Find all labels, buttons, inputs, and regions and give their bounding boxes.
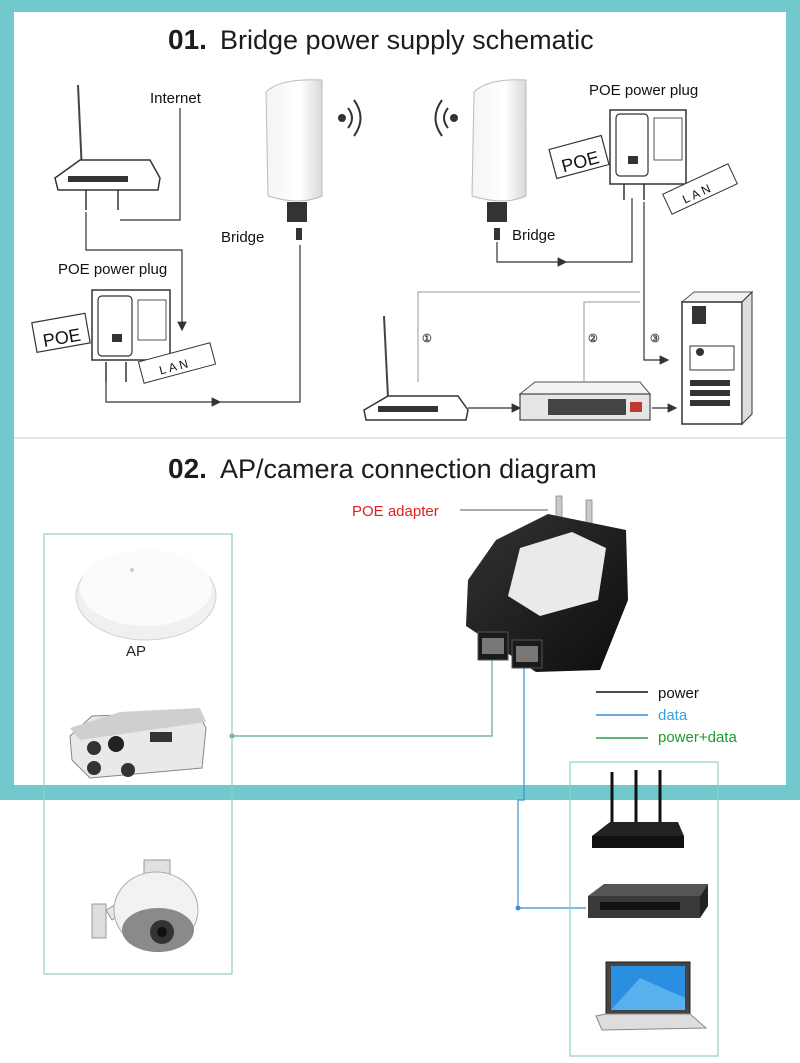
legend-power-data-label: power+data xyxy=(658,729,737,746)
legend-item-power: power xyxy=(596,685,699,702)
poe-plug-right-label: POE power plug xyxy=(589,82,698,99)
distribution-lines xyxy=(417,291,640,388)
legend-item-power-data: power+data xyxy=(596,729,737,746)
poe-adapter-label: POE adapter xyxy=(352,503,439,520)
circle-number-2: ② xyxy=(588,333,598,345)
network-device-box xyxy=(569,761,719,1057)
dome-camera xyxy=(91,859,199,952)
legend-power-label: power xyxy=(658,685,699,702)
poe-to-bridge-line-left xyxy=(220,245,301,403)
section2-title: AP/camera connection diagram xyxy=(220,454,597,484)
section2-heading: 02. AP/camera connection diagram xyxy=(168,453,597,484)
circle-number-3: ③ xyxy=(650,333,660,345)
poe-plug-left-label: POE power plug xyxy=(58,261,167,278)
section1-title: Bridge power supply schematic xyxy=(220,25,594,55)
access-point xyxy=(75,550,217,641)
bridge-right xyxy=(471,79,527,240)
bridge-right-to-poe-line xyxy=(566,198,633,263)
internet-line xyxy=(120,108,181,221)
adapter-to-devices-line xyxy=(232,660,493,737)
legend-data-label: data xyxy=(658,707,688,724)
poe-plug-right: POE LAN xyxy=(548,109,738,215)
section2-number: 02. xyxy=(168,453,207,484)
poe-to-pc-line xyxy=(643,202,670,365)
legend-item-data: data xyxy=(596,707,688,724)
bullet-camera xyxy=(69,708,207,779)
end-device-box xyxy=(43,533,233,975)
wireless-router xyxy=(592,770,684,848)
router-to-poe-line xyxy=(85,212,187,332)
wifi-icon-right xyxy=(434,99,458,137)
section1-number: 01. xyxy=(168,24,207,55)
junction-dot-right xyxy=(515,905,521,911)
bridge-left-label: Bridge xyxy=(221,229,264,246)
pc-tower xyxy=(680,290,754,426)
legend: power data power+data xyxy=(596,685,737,746)
poe-adapter xyxy=(466,495,628,672)
laptop xyxy=(595,961,708,1031)
circle-number-1: ① xyxy=(422,333,432,345)
adapter-to-network-line xyxy=(517,668,586,909)
wifi-icon-left xyxy=(338,99,362,137)
poe-plug-left: POE LAN xyxy=(31,289,217,384)
poe-out-line-left xyxy=(105,382,222,407)
internet-label: Internet xyxy=(150,90,202,107)
switch xyxy=(518,381,652,421)
network-switch xyxy=(588,884,708,918)
section1-heading: 01. Bridge power supply schematic xyxy=(168,24,594,55)
bridge-left xyxy=(265,79,323,240)
ap-label: AP xyxy=(126,643,146,660)
left-router xyxy=(54,84,161,210)
right-router xyxy=(363,315,469,421)
bridge-right-line xyxy=(496,242,568,267)
bridge-right-label: Bridge xyxy=(512,227,555,244)
